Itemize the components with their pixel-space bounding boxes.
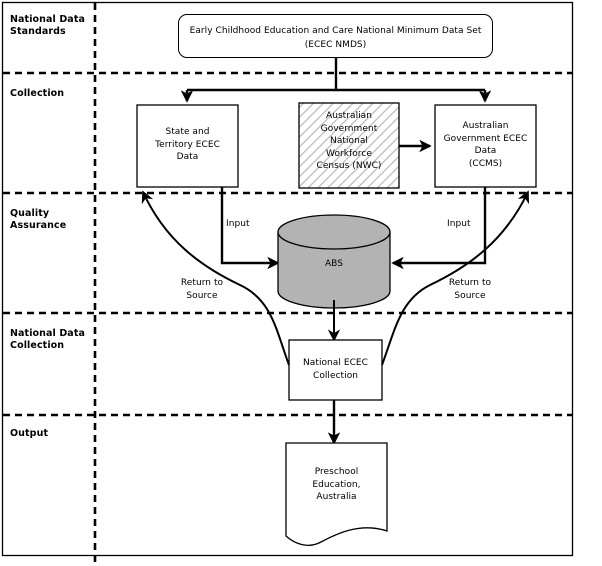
swimlane-label-output: Output <box>10 428 49 439</box>
edge-state-to-abs-input <box>220 187 280 270</box>
node-state-territory-ecec-data-label: State and Territory ECEC Data <box>155 127 220 162</box>
node-national-ecec-collection <box>288 339 383 401</box>
edge-label-input-right: Input <box>447 219 471 229</box>
swimlane-label-national-data-standards: National Data Standards <box>10 14 85 37</box>
node-ccms-label: Australian Government ECEC Data (CCMS) <box>443 121 528 169</box>
edge-label-return-to-source-left: Return to Source <box>180 278 224 301</box>
diagram-outer-border <box>1 1 574 557</box>
swimlane-label-quality-assurance: Quality Assurance <box>10 208 67 231</box>
node-preschool-education-australia <box>285 442 388 546</box>
edge-return-to-source-right <box>381 190 529 366</box>
node-national-ecec-collection-label: National ECEC Collection <box>303 358 368 381</box>
edge-label-return-to-source-right: Return to Source <box>448 278 492 301</box>
node-preschool-education-australia-label: Preschool Education, Australia <box>312 467 361 502</box>
swimlane-label-collection: Collection <box>10 88 65 99</box>
node-abs-label: ABS <box>324 259 344 269</box>
node-ecec-nmds-label: Early Childhood Education and Care Natio… <box>189 26 482 50</box>
node-nwc-hatched <box>298 102 400 189</box>
edge-return-to-source-left <box>141 190 290 366</box>
node-nwc-label: Australian Government National Workforce… <box>316 111 382 171</box>
node-ecec-nmds <box>178 14 493 58</box>
node-abs-cylinder <box>277 214 391 309</box>
node-state-territory-ecec-data <box>136 104 239 188</box>
swimlane-label-national-data-collection: National Data Collection <box>10 328 85 351</box>
edge-label-input-left: Input <box>226 219 250 229</box>
edge-ccms-to-abs-input <box>391 187 487 270</box>
